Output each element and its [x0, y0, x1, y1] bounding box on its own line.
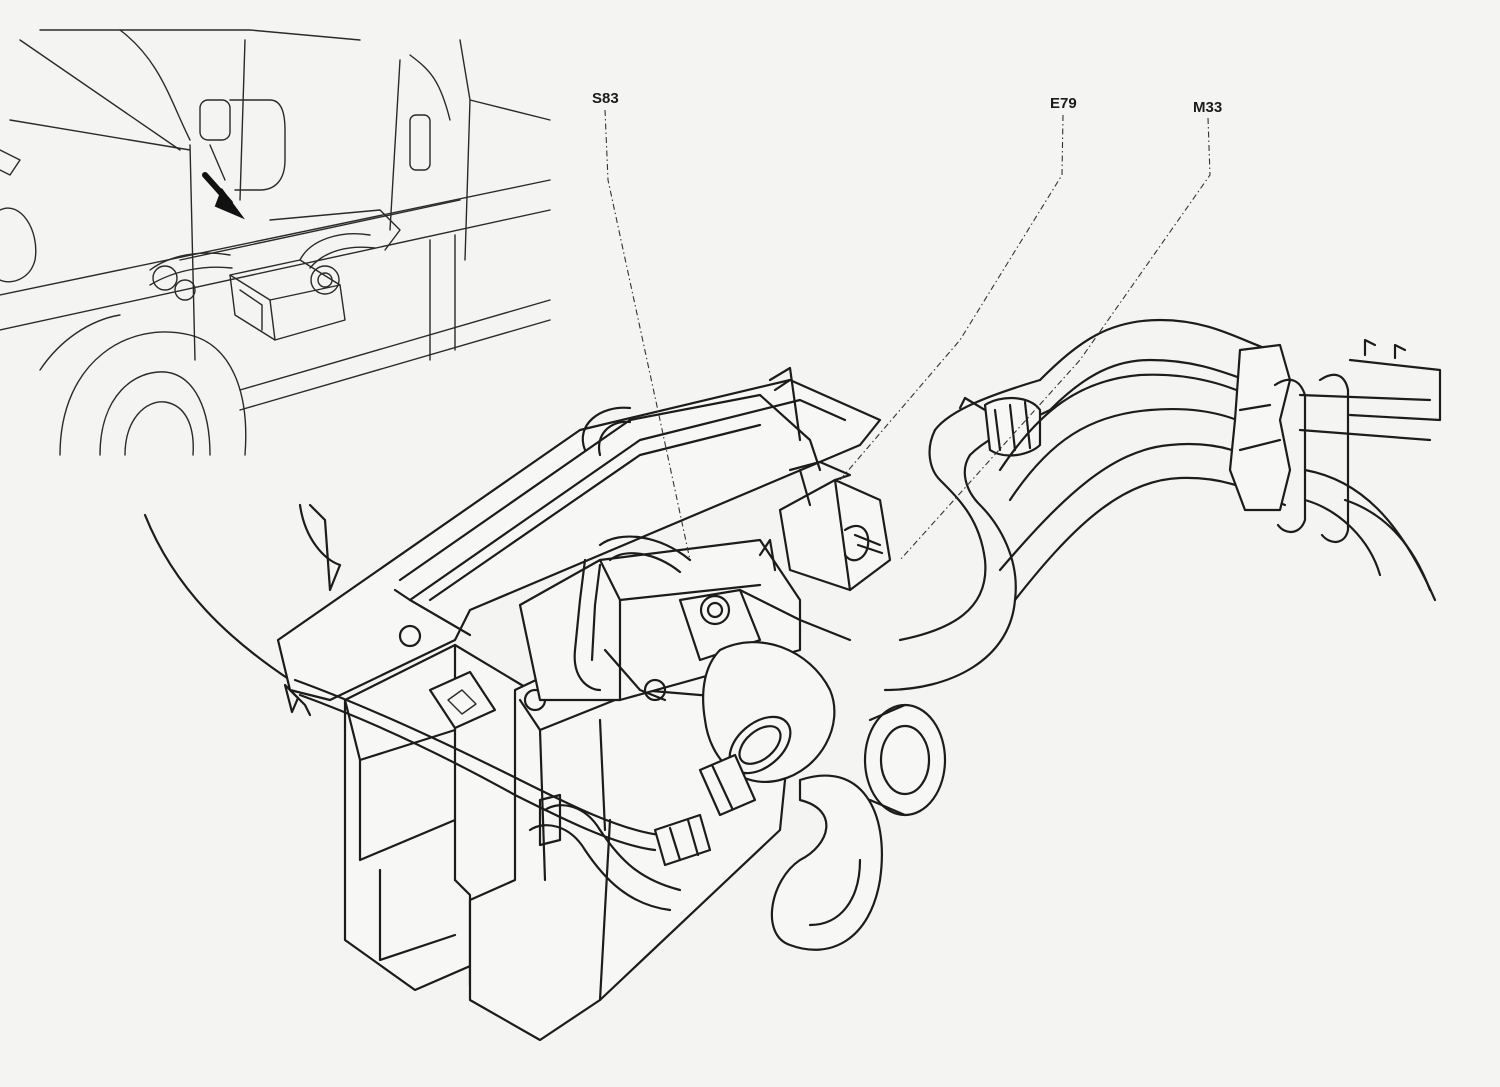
callout-e79: E79 — [839, 95, 1077, 481]
callout-label-m33: M33 — [1193, 99, 1222, 116]
inset-vehicle-view — [0, 0, 560, 456]
coolant-hose-m33 — [883, 378, 1052, 692]
main-heater-assembly — [143, 318, 1442, 1042]
diamond-logo-icon — [428, 670, 497, 730]
callout-m33: M33 — [899, 99, 1222, 561]
callout-s83: S83 — [592, 90, 691, 561]
callout-label-s83: S83 — [592, 90, 619, 107]
callout-label-e79: E79 — [1050, 95, 1077, 112]
location-arrow-icon — [202, 172, 245, 220]
inset-heater-unit — [149, 209, 401, 341]
